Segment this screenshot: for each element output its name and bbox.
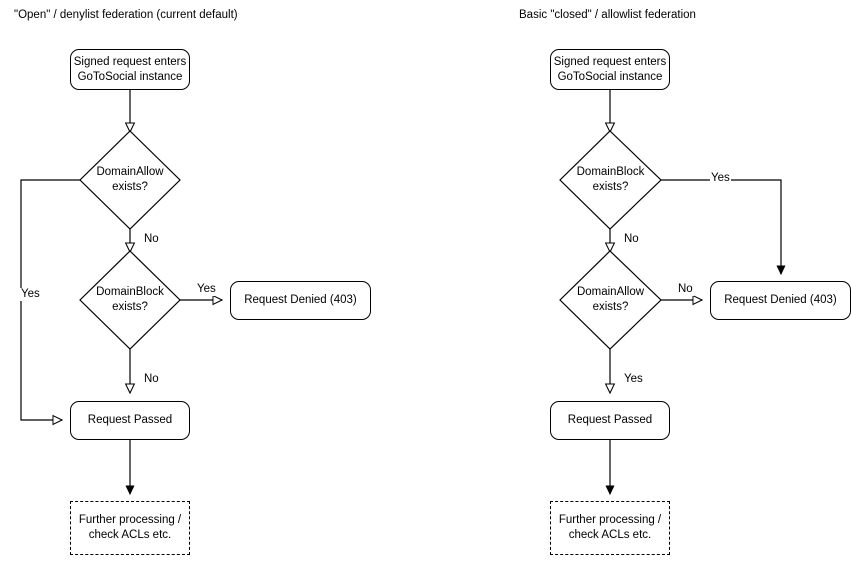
node-request-passed-left[interactable]: Request Passed [70, 401, 190, 440]
node-label: Request Denied (403) [244, 294, 357, 306]
node-label: Further processing / check ACLs etc. [78, 514, 182, 541]
diamond-domainallow-shape-r [559, 250, 662, 350]
node-request-passed-right[interactable]: Request Passed [550, 401, 670, 440]
edge-label-block-no-left: No [143, 373, 160, 386]
node-label: Request Denied (403) [724, 294, 837, 306]
node-decision-domainallow-left[interactable]: DomainAllow exists? [80, 131, 180, 229]
node-decision-domainblock-right[interactable]: DomainBlock exists? [560, 131, 661, 229]
diamond-domainblock-shape [79, 250, 181, 350]
diamond-domainblock-shape-r [559, 130, 662, 230]
node-label: DomainBlock exists? [96, 286, 164, 313]
edge-label-block-no-right: No [623, 233, 640, 246]
node-decision-domainallow-right[interactable]: DomainAllow exists? [560, 251, 661, 349]
node-label: Signed request enters GoToSocial instanc… [553, 55, 667, 83]
edge-label-allow-no-left: No [143, 233, 160, 246]
node-request-denied-left[interactable]: Request Denied (403) [230, 281, 371, 320]
edge-label-block-yes-right: Yes [710, 172, 731, 185]
edge-label-block-yes-left: Yes [196, 283, 217, 296]
node-further-processing-left[interactable]: Further processing / check ACLs etc. [70, 501, 190, 555]
node-label: Request Passed [567, 414, 653, 426]
node-further-processing-right[interactable]: Further processing / check ACLs etc. [550, 501, 670, 555]
node-signed-request-enters-left[interactable]: Signed request enters GoToSocial instanc… [70, 49, 190, 90]
node-label: Request Passed [87, 414, 173, 426]
edge-label-allow-yes-right: Yes [623, 373, 644, 386]
node-request-denied-right[interactable]: Request Denied (403) [710, 281, 851, 320]
node-decision-domainblock-left[interactable]: DomainBlock exists? [80, 251, 180, 349]
node-label: DomainBlock exists? [576, 166, 645, 193]
node-label: Further processing / check ACLs etc. [558, 514, 662, 541]
diagram-title-open-denylist: "Open" / denylist federation (current de… [14, 9, 238, 21]
diagram-title-closed-allowlist: Basic "closed" / allowlist federation [519, 9, 696, 21]
node-signed-request-enters-right[interactable]: Signed request enters GoToSocial instanc… [550, 49, 670, 90]
edge-label-allow-yes-left: Yes [20, 288, 41, 301]
diamond-domainallow-shape [79, 130, 181, 230]
edge-label-allow-no-right: No [677, 283, 694, 296]
node-label: Signed request enters GoToSocial instanc… [73, 55, 187, 83]
node-label: DomainAllow exists? [576, 286, 645, 313]
edge-block-yes-to-denied-r [661, 179, 781, 274]
node-label: DomainAllow exists? [96, 166, 164, 193]
